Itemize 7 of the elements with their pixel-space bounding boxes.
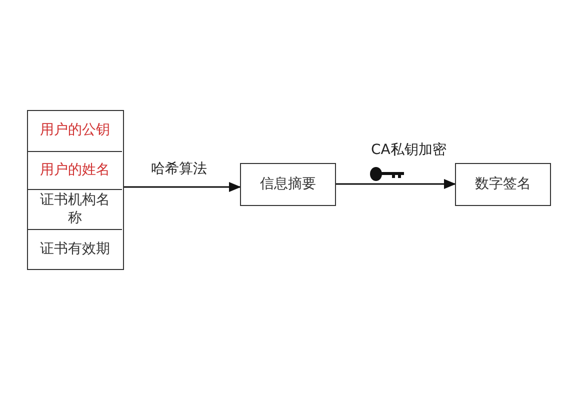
edge-label: CA私钥加密 (370, 141, 448, 159)
process-box: 数字签名 (455, 163, 551, 206)
arrow (124, 182, 241, 192)
process-box: 信息摘要 (240, 163, 336, 206)
arrow (336, 179, 456, 189)
edge-label: 哈希算法 (150, 160, 208, 178)
stack-frame (27, 110, 124, 270)
